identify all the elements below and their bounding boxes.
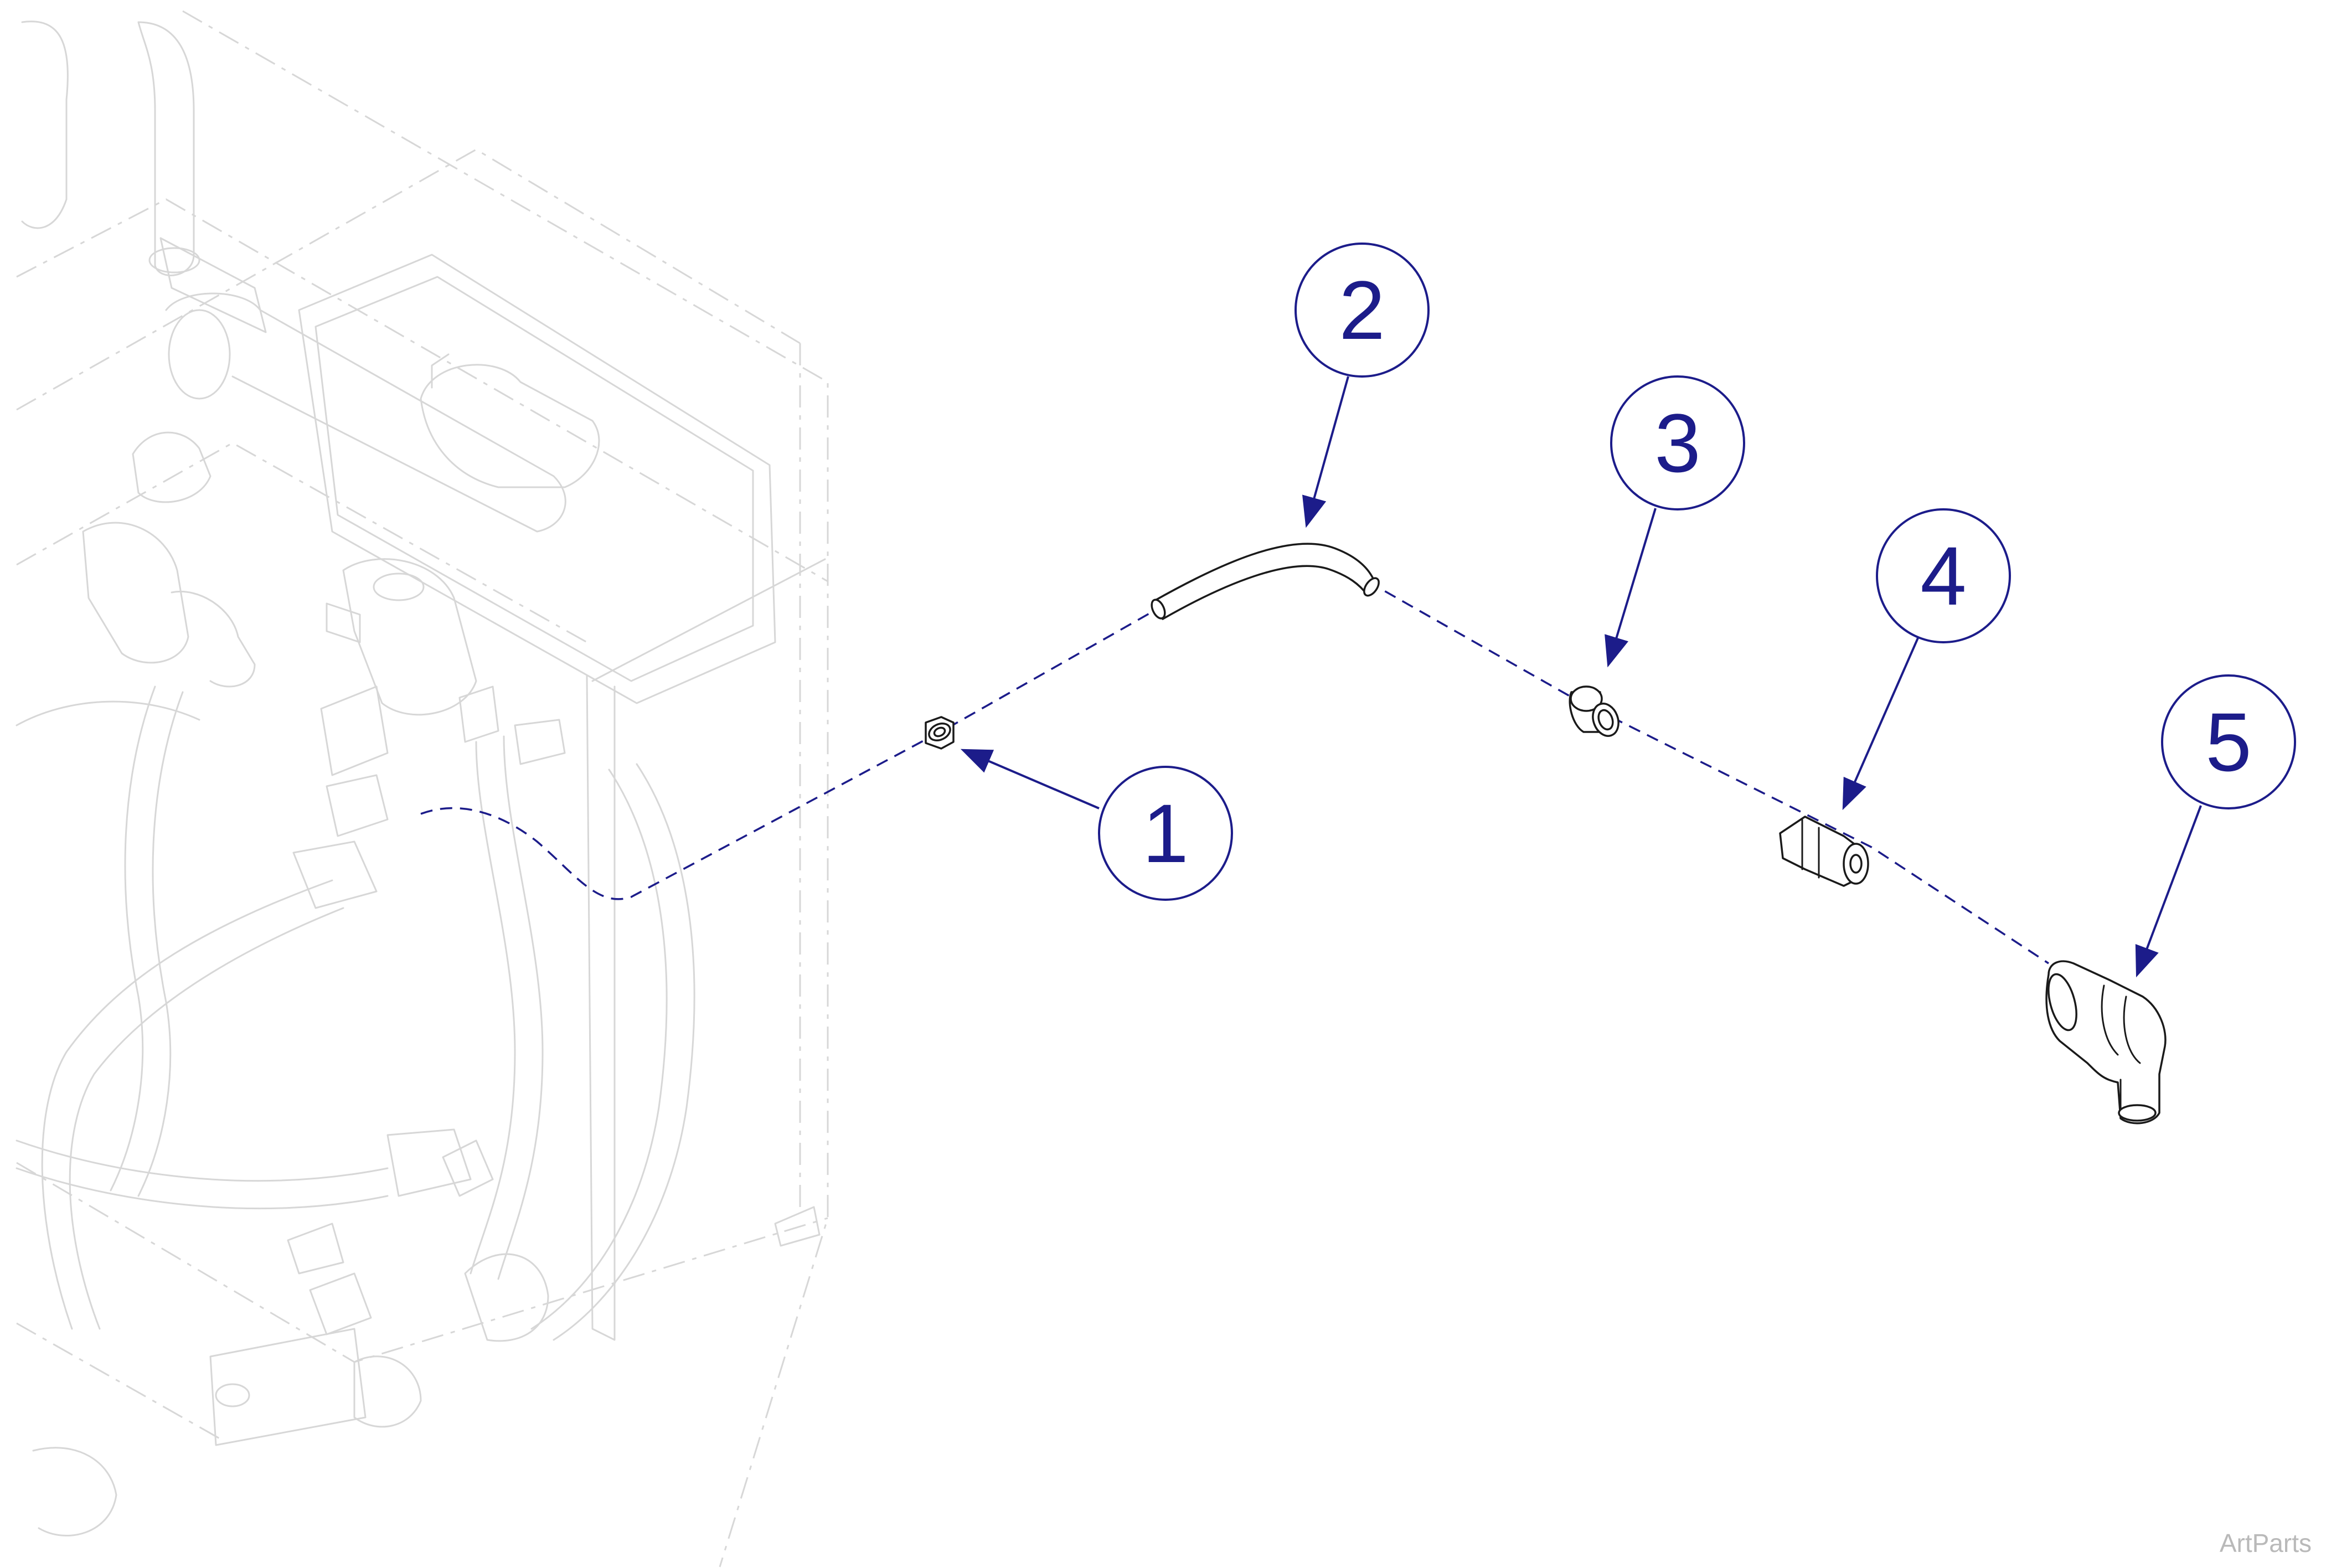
callout-1[interactable]: 1: [960, 749, 1233, 901]
callout-3[interactable]: 3: [1605, 375, 1745, 668]
nut-part[interactable]: [925, 716, 955, 750]
connector-part[interactable]: [1779, 816, 1869, 887]
callout-2-number: 2: [1339, 264, 1385, 357]
tubing-part[interactable]: [1149, 543, 1381, 620]
assembly-leader-line-right: [1367, 580, 2049, 964]
elbow-part[interactable]: [2043, 960, 2167, 1125]
callout-2[interactable]: 2: [1294, 243, 1430, 528]
callout-5[interactable]: 5: [2135, 674, 2296, 978]
callout-5-number: 5: [2205, 695, 2251, 788]
ghost-assembly: [16, 10, 829, 1567]
callout-4-number: 4: [1920, 529, 1966, 622]
callout-4[interactable]: 4: [1842, 508, 2011, 811]
assembly-leader-line: [420, 608, 1158, 900]
watermark-label: ArtParts: [2219, 1529, 2312, 1557]
callout-3-number: 3: [1654, 396, 1700, 489]
callout-1-number: 1: [1142, 787, 1188, 880]
bushing-part[interactable]: [1569, 685, 1623, 740]
